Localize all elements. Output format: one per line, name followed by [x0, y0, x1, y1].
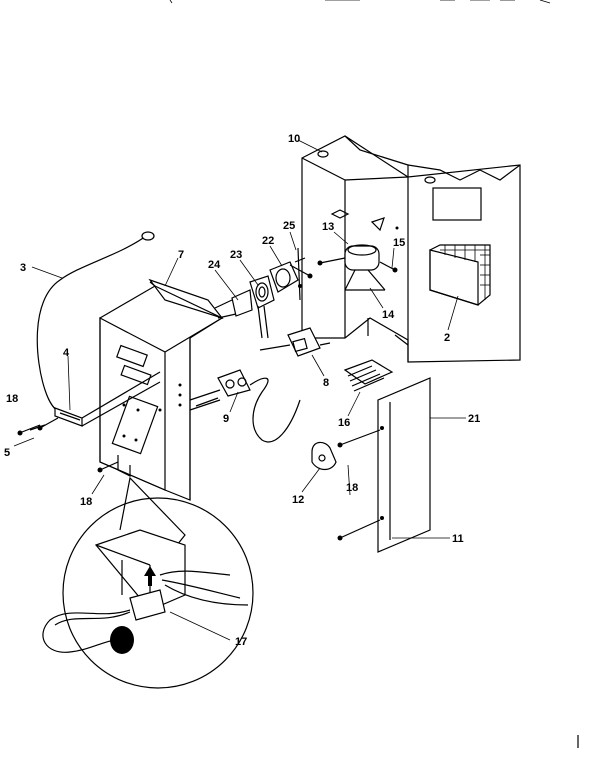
label-4: 4	[63, 347, 70, 359]
label-15: 15	[393, 237, 405, 249]
label-24: 24	[208, 259, 221, 271]
label-9: 9	[223, 413, 229, 425]
ground-wire	[36, 231, 155, 413]
grille-panel	[429, 244, 491, 306]
mount-plate	[311, 441, 337, 471]
terminal-strip	[29, 371, 161, 431]
label-16: 16	[338, 417, 350, 429]
capacitor	[317, 244, 398, 291]
label-21: 21	[468, 413, 480, 425]
leader-lines	[13, 139, 466, 641]
label-14: 14	[382, 309, 395, 321]
top-edge-marks	[169, 0, 551, 4]
label-18-bottom: 18	[80, 496, 92, 508]
label-10: 10	[288, 133, 300, 145]
label-18-right: 18	[346, 482, 358, 494]
control-box	[99, 278, 237, 501]
label-17: 17	[235, 636, 247, 648]
label-2: 2	[444, 332, 450, 344]
label-22: 22	[262, 235, 274, 247]
screw-bottom	[97, 461, 119, 473]
fan-motor-assembly	[231, 247, 313, 339]
label-8: 8	[323, 377, 329, 389]
housing-panel	[301, 135, 521, 363]
label-18-left: 18	[6, 393, 18, 405]
label-7: 7	[178, 249, 184, 261]
label-13: 13	[322, 221, 334, 233]
label-11: 11	[452, 533, 464, 545]
power-cord-detail	[42, 476, 254, 689]
label-23: 23	[230, 249, 242, 261]
part-labels: 10 13 15 25 22 23 24 7 3 14 2 4 8 9 16 2…	[4, 133, 480, 648]
rocker-switch	[259, 327, 331, 357]
terminal-block	[343, 359, 394, 392]
side-panel	[337, 377, 431, 553]
label-3: 3	[20, 262, 26, 274]
screw-left	[17, 424, 41, 436]
label-5: 5	[4, 447, 10, 459]
thermostat	[195, 369, 301, 443]
label-25: 25	[283, 220, 295, 232]
label-12: 12	[292, 494, 304, 506]
